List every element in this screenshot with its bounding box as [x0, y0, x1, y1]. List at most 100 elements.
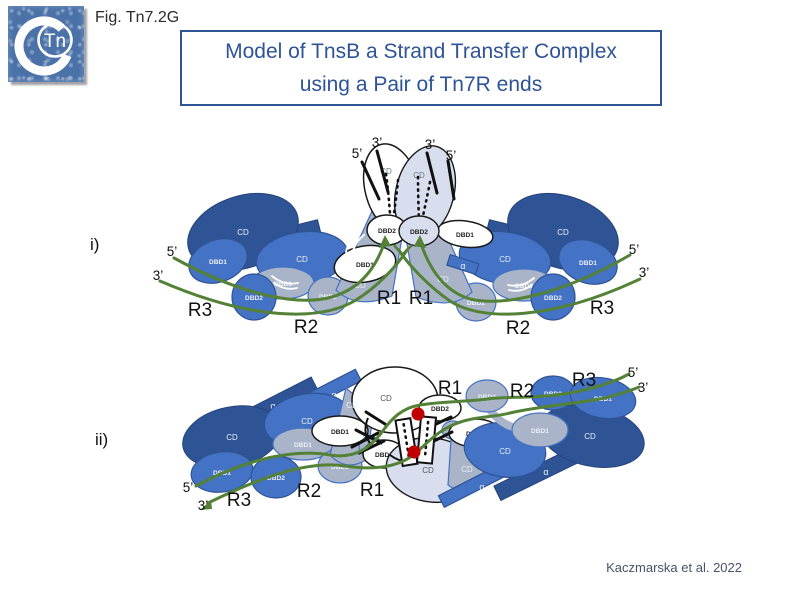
region-label-r2: R2	[506, 318, 530, 339]
strand-label-3prime: 3’	[639, 265, 650, 280]
dbd2-label: DBD2	[431, 406, 449, 413]
cd-label: CD	[354, 281, 366, 290]
dna-strand-green	[206, 385, 641, 505]
panel-i: i) α CD CD DBD1 DBD1 DBD2 DB	[90, 135, 649, 339]
cd-label: CD	[380, 394, 392, 403]
tn-logo: Tn	[8, 6, 84, 82]
region-label-r1: R1	[377, 288, 401, 309]
dna-break-line	[432, 430, 454, 443]
region-label-r3: R3	[188, 300, 212, 321]
cd-label: CD	[499, 255, 511, 264]
alpha-label: α	[479, 482, 484, 492]
dbd1-label: DBD1	[274, 281, 292, 288]
dbd1-label: DBD1	[331, 429, 349, 436]
cd-label: CD	[557, 228, 569, 237]
dna-break-line	[354, 428, 383, 445]
dna-strand-green	[172, 239, 387, 302]
dbd2-label: DBD2	[331, 464, 349, 471]
dna-strand-arrowhead	[414, 235, 426, 248]
dbd2-domain: DBD2	[250, 455, 302, 499]
title-line-2: using a Pair of Tn7R ends	[299, 73, 543, 96]
tn-logo-mark: Tn	[14, 16, 74, 76]
strand-label-5prime: 5’	[628, 365, 639, 380]
dna-break-line	[364, 410, 387, 426]
dna-end-black	[375, 149, 390, 194]
dbd1-label: DBD1	[294, 442, 312, 449]
alpha-helix-bar: α	[446, 253, 480, 276]
dna-strand-green	[418, 239, 632, 303]
connector-swoosh	[508, 284, 533, 292]
region-label-r2: R2	[294, 317, 318, 338]
dbd2-label: DBD2	[378, 228, 396, 235]
citation: Kaczmarska et al. 2022	[606, 560, 742, 575]
dbd2-domain: DBD2	[465, 379, 509, 413]
cd-label: CD	[461, 465, 473, 474]
connector-swoosh	[271, 275, 299, 285]
alpha-label: α	[331, 390, 336, 400]
panel-i-label: i)	[90, 235, 99, 254]
dna-dotted-strand	[418, 180, 432, 234]
dbd2-label: DBD2	[267, 475, 285, 482]
cd-label: CD	[499, 447, 511, 456]
region-label-r2: R2	[297, 481, 321, 502]
dna-strand-green	[158, 248, 409, 316]
dbd1-domain: DBD1	[558, 239, 618, 285]
dbd1-label: DBD1	[456, 232, 474, 239]
dbd1-domain: DBD1	[311, 415, 369, 447]
dbd1-domain: DBD1	[511, 412, 569, 448]
alpha-label: α	[270, 401, 275, 411]
figure-number-label: Fig. Tn7.2G	[95, 9, 180, 26]
cd-label: CD	[437, 275, 449, 284]
connector-swoosh	[351, 234, 365, 255]
strand-label-3prime: 3’	[153, 268, 164, 283]
dbd2-label: DBD2	[375, 452, 393, 459]
dna-strand-green	[194, 372, 631, 488]
strand-label-3prime: 3’	[638, 380, 649, 395]
alpha-label: α	[543, 467, 548, 477]
region-label-r3: R3	[572, 370, 596, 391]
dna-end-black	[360, 160, 381, 201]
dbd2-label: DBD2	[544, 295, 562, 302]
cd-label: CD	[584, 432, 596, 441]
strand-label-5prime: 5’	[352, 146, 363, 161]
region-label-r3: R3	[590, 298, 614, 319]
dbd1-label: DBD1	[209, 259, 227, 266]
strand-label-5prime: 5’	[183, 480, 194, 495]
dna-strand-arrowhead	[379, 235, 391, 248]
dna-strand-arrowhead	[200, 500, 212, 510]
panel-ii: ii) α α CD CD DBD1 DBD1 DBD	[95, 365, 649, 513]
cd-label: CD	[346, 401, 358, 410]
cd-label: CD	[413, 171, 425, 180]
title-box: Model of TnsB a Strand Transfer Complex …	[180, 30, 662, 106]
dbd1-label: DBD1	[579, 260, 597, 267]
strand-label-3prime: 3’	[198, 498, 209, 513]
strand-label-5prime: 5’	[629, 242, 640, 257]
dbd2-label: DBD2	[245, 295, 263, 302]
cd-label: CD	[380, 167, 392, 176]
dbd2-label: DBD2	[467, 300, 485, 307]
region-label-r2: R2	[510, 381, 534, 402]
dna-end-black	[425, 151, 439, 195]
dna-end-black	[446, 159, 456, 201]
alpha-label: α	[460, 261, 465, 271]
connector-swoosh	[345, 229, 361, 253]
transfer-site-dot	[411, 407, 425, 421]
dna-strand-tip	[393, 244, 405, 258]
title-line-1: Model of TnsB a Strand Transfer Complex	[225, 40, 617, 63]
strand-label-5prime: 5’	[446, 148, 457, 163]
strand-label-3prime: 3’	[372, 135, 383, 150]
dbd1-label: DBD1	[356, 262, 374, 269]
region-label-r1: R1	[438, 378, 462, 399]
cd-label: CD	[422, 466, 434, 475]
transfer-site-dot	[407, 445, 421, 459]
region-label-r3: R3	[227, 490, 251, 511]
cd-label: CD	[301, 417, 313, 426]
dna-dotted-strand	[390, 178, 400, 232]
dbd1-label: DBD1	[531, 428, 549, 435]
dbd2-label: DBD2	[410, 229, 428, 236]
cd-label: CD	[296, 255, 308, 264]
dna-break-line	[350, 431, 380, 449]
logo-text: Tn	[44, 31, 66, 52]
region-label-r1: R1	[409, 288, 433, 309]
